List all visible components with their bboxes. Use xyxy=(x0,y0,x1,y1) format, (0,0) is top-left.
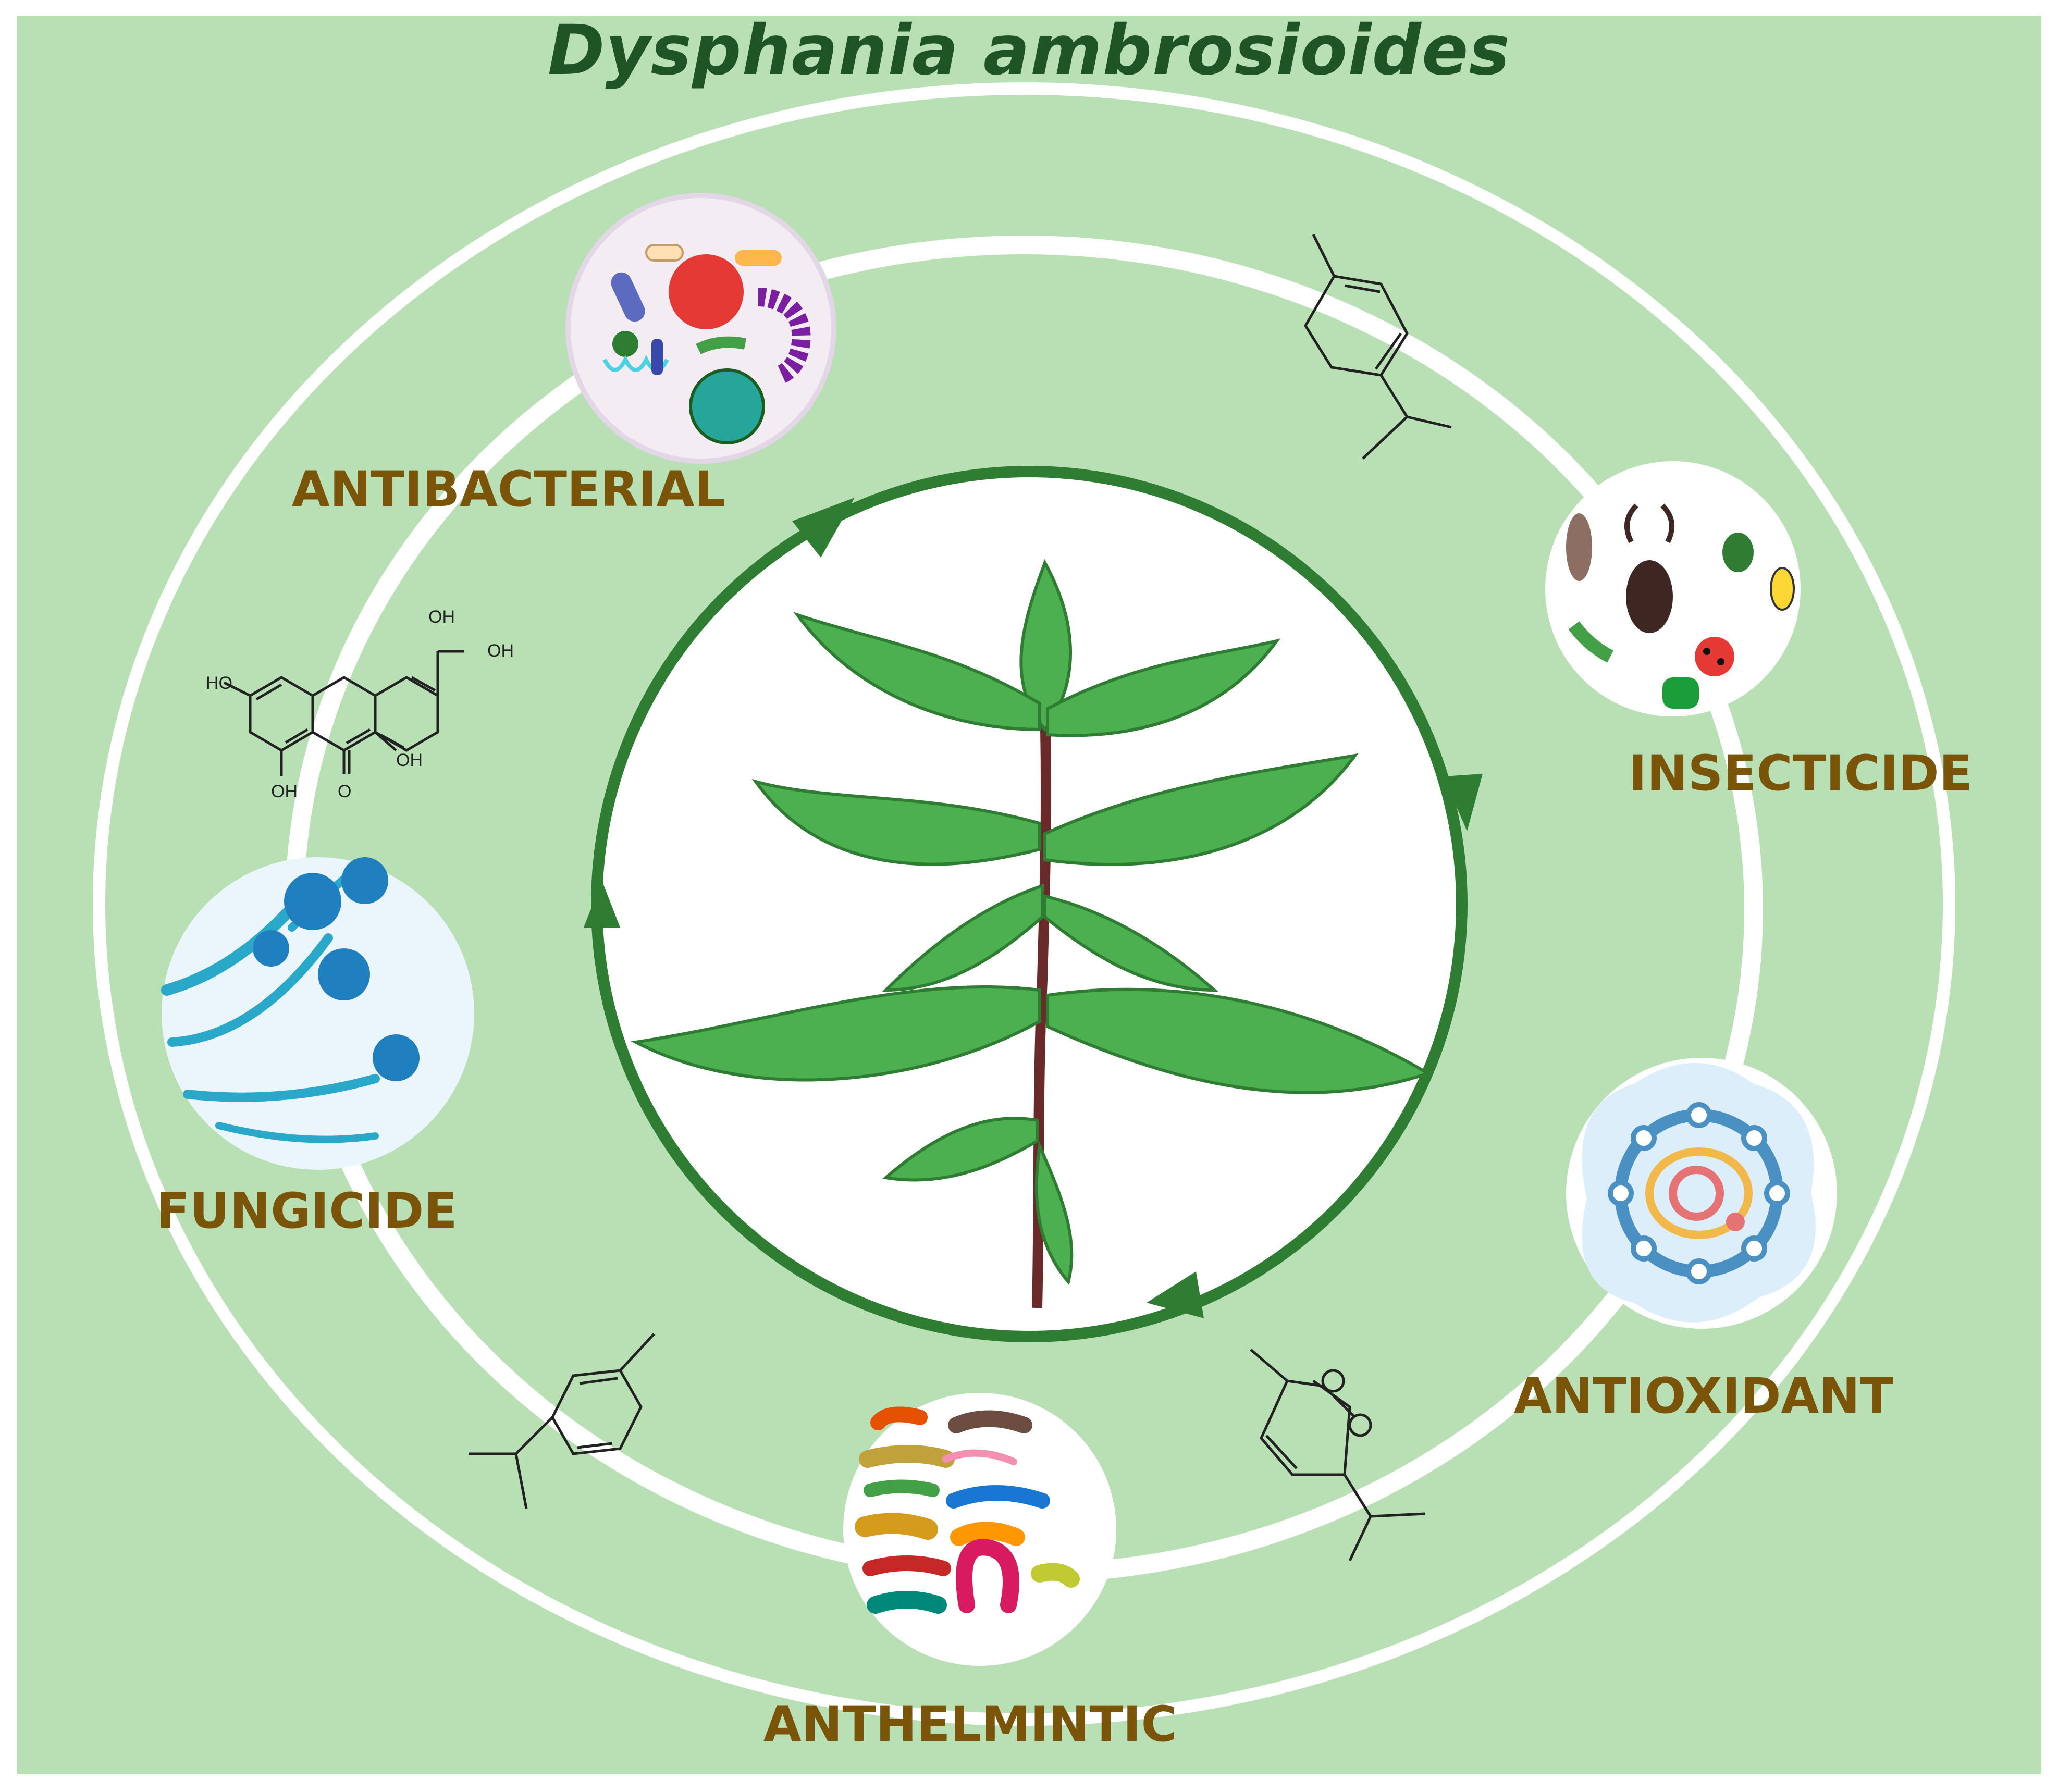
ascaridole-structure-icon xyxy=(1250,1349,1426,1562)
label-insecticide: INSECTICIDE xyxy=(1629,745,1973,802)
label-anthelmintic: ANTHELMINTIC xyxy=(763,1696,1177,1753)
antioxidant-molecule-icon xyxy=(1566,1058,1837,1329)
insects-icon xyxy=(1545,461,1801,716)
chem-label-oh-4prime: OH xyxy=(487,641,514,661)
cycle-arrowhead-right xyxy=(1444,774,1483,831)
bacteria-icon xyxy=(565,193,836,464)
outer-ring xyxy=(93,82,1955,1726)
fungus-icon xyxy=(161,857,474,1170)
cycle-arrowhead-top xyxy=(792,498,855,558)
chem-label-oh-5: OH xyxy=(271,782,298,801)
plant-icon xyxy=(631,559,1432,1308)
label-antibacterial: ANTIBACTERIAL xyxy=(292,461,726,518)
label-antioxidant: ANTIOXIDANT xyxy=(1514,1368,1894,1425)
chem-label-oh-3prime: OH xyxy=(428,607,455,627)
cycle-arrowhead-bottom xyxy=(1147,1271,1204,1318)
terpinene-structure-icon xyxy=(1304,233,1452,460)
diagram-title: Dysphania ambrosioides xyxy=(547,10,1511,91)
worms-icon xyxy=(843,1393,1116,1666)
p-cymene-structure-icon xyxy=(469,1333,655,1509)
chem-label-oh-3: OH xyxy=(396,750,423,770)
quercetin-structure-icon: HO OH OH O OH OH xyxy=(206,607,514,801)
chem-label-carbonyl-o: O xyxy=(338,782,351,801)
chem-label-ho: HO xyxy=(206,673,232,693)
cycle-arrowhead-left xyxy=(584,881,620,928)
label-fungicide: FUNGICIDE xyxy=(156,1183,458,1240)
